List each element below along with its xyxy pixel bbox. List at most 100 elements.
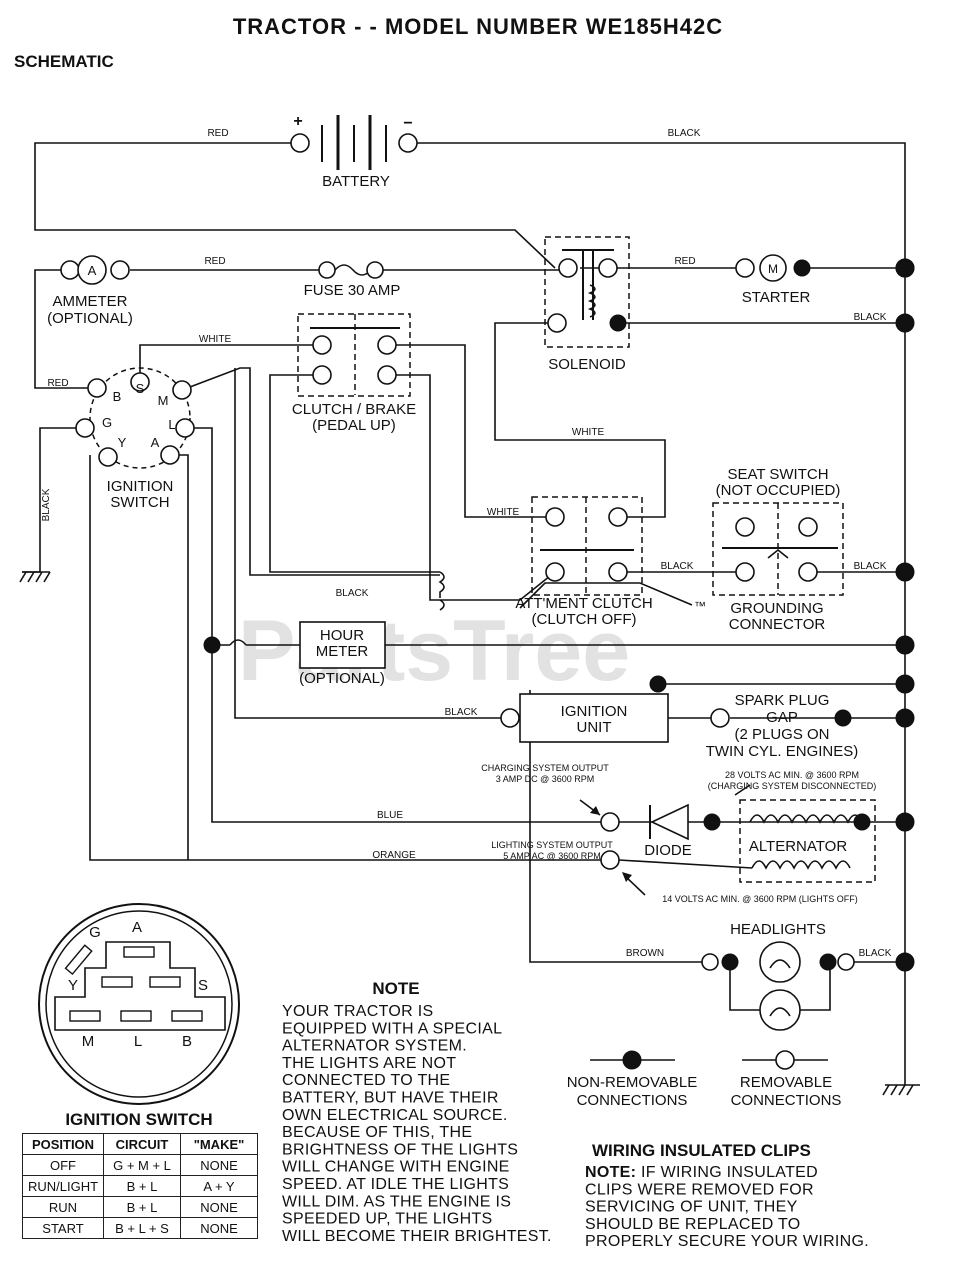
battery-negative-label: − [403, 115, 412, 132]
legend-non-removable-2: CONNECTIONS [577, 1092, 688, 1109]
spark-plug-label-4: TWIN CYL. ENGINES) [706, 743, 859, 760]
note-line: CONNECTED TO THE [282, 1072, 450, 1089]
pin-b-label: B [182, 1033, 192, 1050]
attment-clutch-sub-label: (CLUTCH OFF) [532, 611, 637, 628]
fuse-label: FUSE 30 AMP [304, 282, 401, 299]
starter: M STARTER [735, 254, 915, 333]
table-row: START B + L + S NONE [22, 1217, 258, 1239]
note-line: OWN ELECTRICAL SOURCE. [282, 1107, 508, 1124]
clutch-brake-sub-label: (PEDAL UP) [312, 417, 396, 434]
clips-line: CLIPS WERE REMOVED FOR [585, 1181, 814, 1198]
charging-output-label: CHARGING SYSTEM OUTPUT [481, 763, 609, 773]
wire-labels: RED BLACK RED RED BLACK WHITE RED WHITE … [41, 128, 892, 959]
legend-non-removable-1: NON-REMOVABLE [567, 1074, 698, 1091]
note-line: EQUIPPED WITH A SPECIAL [282, 1020, 502, 1037]
table-row: RUN B + L NONE [22, 1196, 258, 1218]
switch-terminal-g: G [102, 415, 112, 430]
switch-terminal-l: L [168, 417, 175, 432]
wire-black-3: BLACK [41, 488, 52, 521]
alternator-label: ALTERNATOR [749, 838, 848, 855]
table-cell: NONE [180, 1217, 258, 1239]
ignition-switch-title: IGNITION SWITCH [65, 1110, 212, 1129]
pin-l-label: L [134, 1033, 142, 1050]
page-title: TRACTOR - - MODEL NUMBER WE185H42C [233, 14, 723, 39]
note-line: SPEEDED UP, THE LIGHTS [282, 1211, 493, 1228]
spark-plug-label-2: GAP [766, 709, 798, 726]
seat-switch: SEAT SWITCH (NOT OCCUPIED) GROUNDING CON… [712, 466, 915, 633]
wire-brown: BROWN [626, 948, 664, 959]
ignition-switch: S B M G L Y A IGNITION SWITCH [75, 367, 195, 511]
hour-meter-label-2: METER [316, 643, 369, 660]
attachment-clutch-switch: ATT'MENT CLUTCH (CLUTCH OFF) [515, 496, 693, 628]
annotations: CHARGING SYSTEM OUTPUT 3 AMP DC @ 3600 R… [481, 763, 876, 904]
wire-black-4: BLACK [661, 561, 694, 572]
legend-removable-2: CONNECTIONS [731, 1092, 842, 1109]
spark-plug-label-1: SPARK PLUG [735, 692, 830, 709]
diode: DIODE [579, 799, 721, 859]
wire-red-1: RED [207, 128, 228, 139]
clips-title: WIRING INSULATED CLIPS [592, 1141, 811, 1160]
switch-terminal-a: A [151, 435, 160, 450]
table-header: POSITION [22, 1133, 104, 1155]
attment-clutch-label: ATT'MENT CLUTCH [515, 595, 652, 612]
note-line: THE LIGHTS ARE NOT [282, 1055, 456, 1072]
volts28-label: 28 VOLTS AC MIN. @ 3600 RPM [725, 770, 859, 780]
ammeter-optional-label: (OPTIONAL) [47, 310, 133, 327]
wire-black-8: BLACK [859, 948, 892, 959]
spark-plug-label-3: (2 PLUGS ON [734, 726, 829, 743]
clips-line: PROPERLY SECURE YOUR WIRING. [585, 1233, 869, 1250]
note-title: NOTE [372, 979, 419, 998]
lighting-output-value: 5 AMP AC @ 3600 RPM [503, 851, 601, 861]
spark-plug-gap: SPARK PLUG GAP (2 PLUGS ON TWIN CYL. ENG… [706, 692, 915, 760]
table-row: RUN/LIGHT B + L A + Y [22, 1175, 258, 1197]
note-line: BECAUSE OF THIS, THE [282, 1124, 472, 1141]
seat-switch-label: SEAT SWITCH [727, 466, 828, 483]
ignition-unit: IGNITION UNIT [500, 674, 915, 743]
wire-black-7: BLACK [445, 707, 478, 718]
hour-meter-optional-label: (OPTIONAL) [299, 670, 385, 687]
lighting-output-label: LIGHTING SYSTEM OUTPUT [491, 840, 613, 850]
table-cell: B + L [103, 1196, 181, 1218]
table-header: "MAKE" [180, 1133, 258, 1155]
table-header-row: POSITION CIRCUIT "MAKE" [22, 1133, 258, 1155]
volts14-label: 14 VOLTS AC MIN. @ 3600 RPM (LIGHTS OFF) [662, 894, 858, 904]
switch-terminal-b: B [113, 389, 122, 404]
clips-line: SHOULD BE REPLACED TO [585, 1216, 801, 1233]
solenoid: SOLENOID [544, 236, 630, 373]
trademark: ™ [694, 599, 706, 613]
ammeter-symbol: A [88, 263, 97, 278]
grounding-label: GROUNDING [730, 600, 823, 617]
ignition-switch-pin-diagram: A G Y S M L B IGNITION SWITCH [38, 903, 240, 1129]
headlights: HEADLIGHTS [701, 921, 915, 1031]
battery-positive-label: + [293, 113, 302, 130]
pin-y-label: Y [68, 977, 78, 994]
page-subtitle: SCHEMATIC [14, 52, 114, 71]
legend: NON-REMOVABLE CONNECTIONS REMOVABLE CONN… [567, 1050, 842, 1109]
note-line: BRIGHTNESS OF THE LIGHTS [282, 1141, 518, 1158]
switch-terminal-y: Y [118, 435, 127, 450]
switch-terminal-m: M [158, 393, 169, 408]
hour-meter-label-1: HOUR [320, 627, 364, 644]
clutch-brake-switch: CLUTCH / BRAKE (PEDAL UP) [292, 313, 416, 434]
table-cell: RUN/LIGHT [22, 1175, 104, 1197]
pin-m-label: M [82, 1033, 95, 1050]
clips-note-label: NOTE: [585, 1164, 636, 1181]
pin-a-label: A [132, 919, 142, 936]
wire-red-3: RED [674, 256, 695, 267]
wire-red-4: RED [47, 378, 68, 389]
ammeter: A AMMETER (OPTIONAL) [47, 255, 133, 327]
note-line: WILL DIM. AS THE ENGINE IS [282, 1193, 511, 1210]
table-cell: OFF [22, 1154, 104, 1176]
fuse: FUSE 30 AMP [304, 261, 401, 299]
pin-s-label: S [198, 977, 208, 994]
ignition-switch-label: IGNITION [107, 478, 174, 495]
ignition-switch-sub-label: SWITCH [110, 494, 169, 511]
ignition-switch-table: POSITION CIRCUIT "MAKE" OFF G + M + L NO… [22, 1133, 258, 1239]
table-row: OFF G + M + L NONE [22, 1154, 258, 1176]
wire-white-1: WHITE [199, 334, 232, 345]
legend-removable-1: REMOVABLE [740, 1074, 832, 1091]
wire-white-3: WHITE [487, 507, 520, 518]
